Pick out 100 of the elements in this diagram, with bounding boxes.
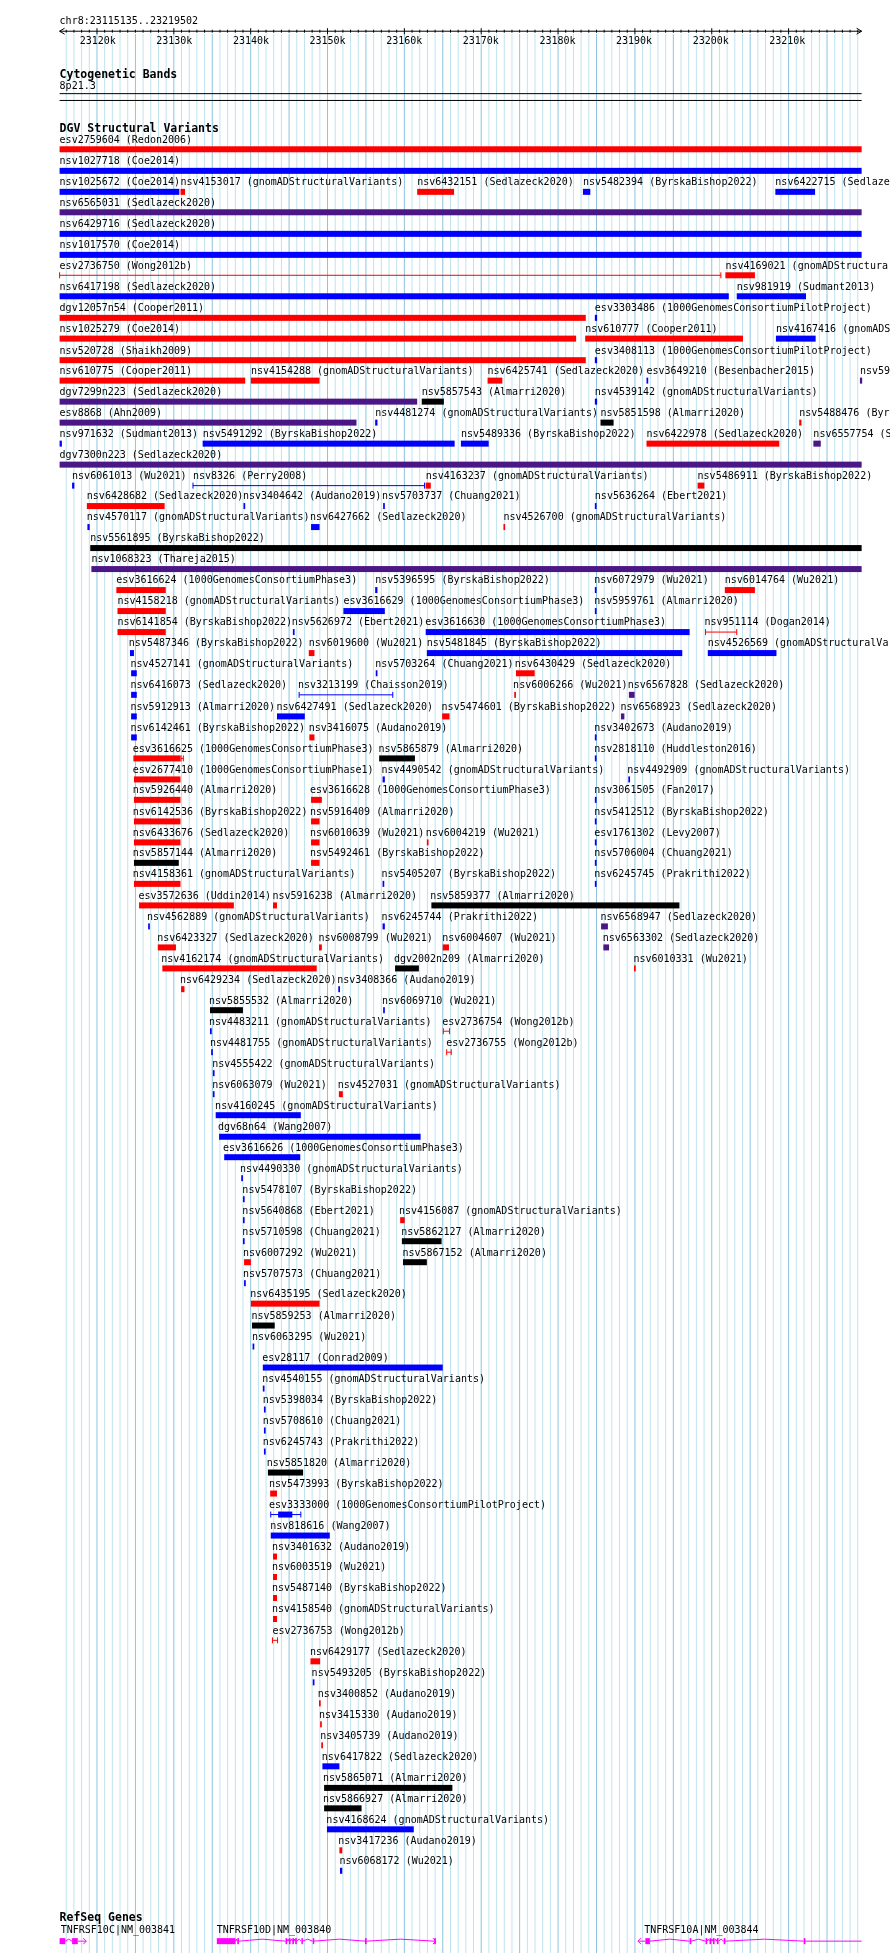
- variant-label: esv2677410 (1000GenomesConsortiumPhase1): [132, 763, 374, 776]
- variant-label: esv3616625 (1000GenomesConsortiumPhase3): [132, 742, 374, 755]
- variant-label: nsv4153017 (gnomADStructuralVariants): [180, 176, 404, 189]
- tick-label: 23210k: [769, 34, 806, 47]
- variant-label: esv2736755 (Wong2012b): [446, 1036, 579, 1049]
- variant-label: nsv6429177 (Sedlazeck2020): [309, 1645, 467, 1658]
- variant-label: dgv7300n223 (Sedlazeck2020): [59, 448, 223, 461]
- variant-label: nsv818616 (Wang2007): [270, 1519, 391, 1532]
- variant-label: nsv6557754 (S: [813, 427, 890, 440]
- variant-label: nsv6142536 (ByrskaBishop2022): [132, 805, 308, 818]
- tick-label: 23180k: [539, 34, 576, 47]
- variant-label: esv3616628 (1000GenomesConsortiumPhase3): [309, 784, 551, 797]
- variant-label: nsv5478107 (ByrskaBishop2022): [242, 1183, 417, 1196]
- variant-label: nsv6069710 (Wu2021): [382, 994, 497, 1007]
- variant-label: nsv6427491 (Sedlazeck2020): [276, 700, 433, 713]
- variant-label: nsv981919 (Sudmant2013): [736, 280, 876, 293]
- variant-label: nsv6568947 (Sedlazeck2020): [600, 910, 758, 923]
- variant-label: nsv6427662 (Sedlazeck2020): [309, 511, 467, 524]
- variant-label: nsv4167416 (gnomADS: [775, 322, 890, 335]
- variant-label: nsv5710598 (Chuang2021): [242, 1225, 381, 1238]
- variant-label: nsv971632 (Sudmant2013): [59, 427, 199, 440]
- variant-label: nsv3408366 (Audano2019): [337, 973, 476, 986]
- variant-label: nsv6433676 (Sedlazeck2020): [132, 826, 290, 839]
- variant-label: nsv5708610 (Chuang2021): [262, 1414, 402, 1427]
- variant-label: nsv6006266 (Wu2021): [513, 679, 628, 692]
- variant-label: nsv3213199 (Chaisson2019): [298, 679, 449, 692]
- variant-label: nsv5493205 (ByrskaBishop2022): [311, 1666, 487, 1679]
- variant-label: nsv5636264 (Ebert2021): [594, 490, 728, 503]
- tick-label: 23160k: [386, 34, 423, 47]
- variant-label: nsv5561895 (ByrskaBishop2022): [90, 532, 265, 545]
- variant-label: nsv5405207 (ByrskaBishop2022): [381, 868, 557, 881]
- variant-label: nsv5486911 (ByrskaBishop2022): [697, 469, 873, 482]
- variant-label: nsv4526569 (gnomADStructuralVa: [707, 637, 889, 650]
- variant-label: nsv5706004 (Chuang2021): [594, 847, 733, 860]
- variant-label: nsv4490542 (gnomADStructuralVariants): [381, 763, 605, 776]
- variant-label: nsv3415330 (Audano2019): [319, 1708, 458, 1721]
- variant-label: nsv6061013 (Wu2021): [72, 469, 187, 482]
- variant-label: nsv6245744 (Prakrithi2022): [381, 910, 538, 923]
- variant-label: nsv6435195 (Sedlazeck2020): [250, 1288, 407, 1300]
- variant-label: nsv4158540 (gnomADStructuralVariants): [271, 1603, 495, 1616]
- variant-label: esv3616630 (1000GenomesConsortiumPhase3): [425, 616, 666, 629]
- variant-label: nsv5482394 (ByrskaBishop2022): [582, 176, 758, 189]
- variant-label: nsv5492461 (ByrskaBishop2022): [309, 847, 485, 860]
- variant-label: nsv4490330 (gnomADStructuralVariants): [240, 1162, 463, 1175]
- variant-label: esv2759604 (Redon2006): [59, 133, 193, 146]
- variant-label: nsv6007292 (Wu2021): [242, 1246, 358, 1259]
- variant-label: esv3616624 (1000GenomesConsortiumPhase3): [116, 574, 358, 587]
- variant-label: nsv5857543 (Almarri2020): [421, 385, 567, 398]
- variant-label: nsv5412512 (ByrskaBishop2022): [594, 805, 769, 818]
- variant-label: nsv4526700 (gnomADStructuralVariants): [503, 511, 727, 524]
- variant-label: nsv5487346 (ByrskaBishop2022): [128, 637, 304, 650]
- variant-label: nsv6245745 (Prakrithi2022): [594, 868, 751, 881]
- variant-label: nsv6245743 (Prakrithi2022): [262, 1435, 420, 1448]
- tick-label: 23140k: [232, 34, 269, 47]
- variant-label: nsv5857144 (Almarri2020): [132, 847, 278, 860]
- variant-label: esv2736754 (Wong2012b): [442, 1015, 575, 1028]
- variant-label: nsv5626972 (Ebert2021): [291, 616, 425, 629]
- variant-label: nsv5474601 (ByrskaBishop2022): [441, 700, 617, 713]
- variant-label: nsv59: [859, 364, 890, 377]
- variant-label: nsv6068172 (Wu2021): [339, 1855, 454, 1868]
- variant-label: nsv6563302 (Sedlazeck2020): [602, 931, 760, 944]
- variant-label: nsv4158361 (gnomADStructuralVariants): [132, 868, 356, 881]
- variant-label: nsv4555422 (gnomADStructuralVariants): [212, 1057, 436, 1070]
- variant-label: nsv5862127 (Almarri2020): [401, 1225, 546, 1238]
- variant-label: esv3616629 (1000GenomesConsortiumPhase3): [343, 595, 585, 608]
- variant-label: nsv4492909 (gnomADStructuralVariants): [627, 763, 850, 776]
- variant-label: nsv6432151 (Sedlazeck2020): [417, 176, 574, 189]
- gene-label: TNFRSF10D|NM_003840: [216, 1923, 332, 1936]
- variant-label: nsv4481755 (gnomADStructuralVariants): [210, 1036, 433, 1049]
- variant-label: nsv3061505 (Fan2017): [594, 784, 715, 797]
- variant-label: nsv6428682 (Sedlazeck2020): [86, 490, 244, 503]
- variant-label: nsv4163237 (gnomADStructuralVariants): [425, 469, 649, 482]
- variant-label: nsv5473993 (ByrskaBishop2022): [269, 1477, 444, 1490]
- variant-label: nsv5866927 (Almarri2020): [322, 1792, 468, 1805]
- variant-label: nsv6142461 (ByrskaBishop2022): [130, 721, 306, 734]
- variant-label: nsv4570117 (gnomADStructuralVariants): [86, 511, 310, 524]
- variant-label: nsv5396595 (ByrskaBishop2022): [375, 574, 550, 587]
- variant-label: esv3303486 (1000GenomesConsortiumPilotProject): [594, 302, 872, 315]
- variant-label: esv3333000 (1000GenomesConsortiumPilotProject): [269, 1498, 546, 1511]
- variant-label: nsv5707573 (Chuang2021): [242, 1267, 382, 1280]
- variant-label: nsv3400852 (Audano2019): [317, 1687, 457, 1700]
- variant-label: nsv6141854 (ByrskaBishop2022): [117, 616, 293, 629]
- variant-label: esv8868 (Ahn2009): [59, 406, 162, 419]
- variant-label: esv1761302 (Levy2007): [594, 826, 721, 839]
- variant-label: nsv610777 (Cooper2011): [585, 322, 718, 335]
- variant-label: nsv5916238 (Almarri2020): [272, 889, 417, 902]
- variant-label: nsv3404642 (Audano2019): [242, 490, 382, 503]
- variant-label: nsv6004607 (Wu2021): [442, 931, 557, 944]
- variant-label: esv2736753 (Wong2012b): [272, 1624, 405, 1637]
- variant-label: nsv5851820 (Almarri2020): [266, 1456, 412, 1469]
- variant-label: nsv5487140 (ByrskaBishop2022): [271, 1582, 447, 1595]
- variant-label: nsv5703264 (Chuang2021): [375, 657, 514, 670]
- variant-label: nsv4539142 (gnomADStructuralVariants): [594, 385, 818, 398]
- variant-label: dgv68n64 (Wang2007): [217, 1121, 333, 1134]
- variant-label: nsv6417198 (Sedlazeck2020): [59, 280, 217, 293]
- variant-label: nsv1017570 (Coe2014): [59, 239, 180, 252]
- variant-label: nsv4168624 (gnomADStructuralVariants): [326, 1813, 550, 1826]
- variant-label: nsv5859253 (Almarri2020): [251, 1309, 396, 1322]
- variant-label: nsv6063295 (Wu2021): [252, 1330, 367, 1343]
- tick-label: 23170k: [462, 34, 499, 47]
